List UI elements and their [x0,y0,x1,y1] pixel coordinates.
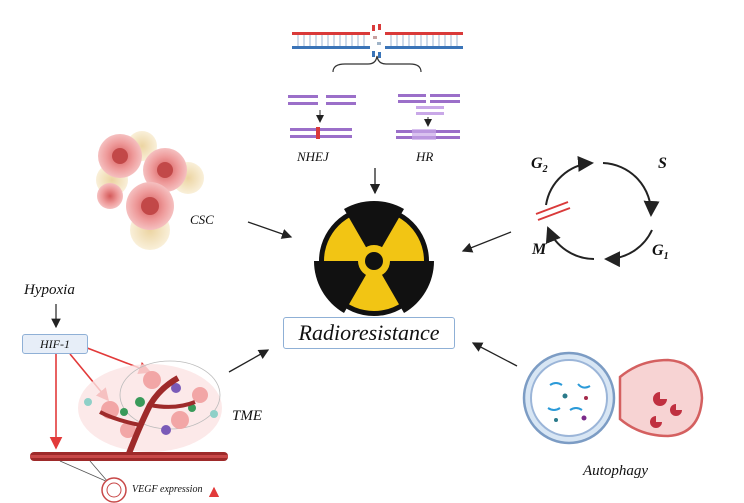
csc-label: CSC [190,212,214,227]
tme-label: TME [232,408,262,424]
tumor-microenvironment-icon [30,304,228,503]
autophagy-label: Autophagy [583,463,648,479]
cancer-stem-cell-cluster [96,131,204,250]
radiation-icon [314,200,434,316]
nhej-repair-icon [288,95,356,139]
autophagy-vesicle-icon [522,351,704,445]
cell-cycle-icon [535,155,660,268]
dna-break-icon [292,24,463,73]
arrows [228,168,518,373]
hif1-box: HIF-1 [22,334,88,354]
hypoxia-label: Hypoxia [24,282,75,298]
g1-label: G1 [652,242,669,263]
vegf-label: VEGF expression [132,484,203,495]
nhej-label: NHEJ [297,149,329,164]
s-phase-label: S [658,155,667,172]
hr-label: HR [416,149,434,164]
g2-label: G2 [531,155,548,176]
radioresistance-box: Radioresistance [283,317,455,349]
m-phase-label: M [532,241,547,258]
hr-repair-icon [396,94,460,140]
